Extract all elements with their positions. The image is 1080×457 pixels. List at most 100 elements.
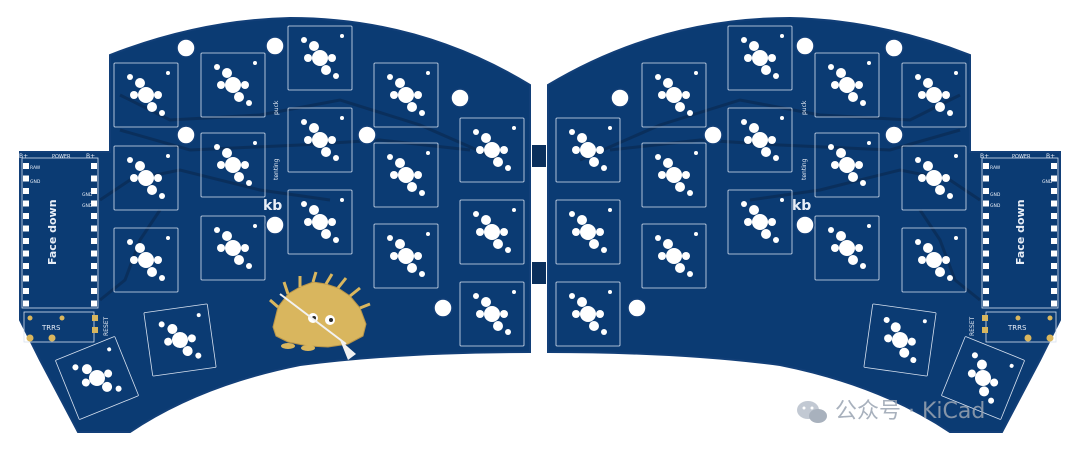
switch-contact-hole: [407, 263, 417, 273]
key-outline: [641, 62, 707, 128]
switch-center-hole: [580, 224, 596, 240]
key-outline: [941, 336, 1025, 420]
switch-pin-hole: [419, 271, 425, 277]
mounting-hole: [884, 38, 904, 58]
switch-peg-hole: [217, 161, 225, 169]
switch-contact-hole: [395, 239, 405, 249]
key-switch-footprint: [113, 145, 179, 211]
switch-peg-hole: [328, 54, 336, 62]
switch-peg-hole: [241, 161, 249, 169]
left-mcu-label: Face down: [46, 199, 59, 265]
switch-peg-hole: [918, 256, 926, 264]
header-pin: [91, 163, 97, 169]
mounting-hole: [795, 36, 815, 56]
key-switch-footprint: [373, 142, 439, 208]
key-switch-footprint: [814, 132, 880, 198]
switch-contact-hole: [321, 147, 331, 157]
switch-pin-hole: [828, 144, 834, 150]
left-gnd-label3: GND: [82, 203, 93, 209]
switch-pin-hole: [115, 385, 122, 392]
switch-small-hole: [780, 34, 784, 38]
switch-small-hole: [608, 290, 612, 294]
mounting-hole: [265, 215, 285, 235]
header-pin: [1051, 200, 1057, 207]
header-pin: [23, 225, 29, 232]
switch-contact-hole: [848, 92, 858, 102]
switch-pin-hole: [860, 263, 866, 269]
switch-center-hole: [926, 87, 942, 103]
switch-peg-hole: [990, 378, 999, 387]
switch-pin-hole: [387, 235, 393, 241]
switch-contact-hole: [147, 267, 157, 277]
mounting-hole: [627, 298, 647, 318]
switch-small-hole: [694, 71, 698, 75]
switch-peg-hole: [682, 171, 690, 179]
key-switch-footprint: [814, 215, 880, 281]
switch-peg-hole: [414, 252, 422, 260]
switch-pin-hole: [828, 64, 834, 70]
switch-peg-hole: [304, 136, 312, 144]
key-outline: [901, 145, 967, 211]
switch-contact-hole: [836, 68, 846, 78]
switch-contact-hole: [135, 243, 145, 253]
right-gnd-label2: GND: [990, 192, 1001, 198]
header-pin: [91, 175, 97, 182]
key-switch-footprint: [555, 199, 621, 265]
switch-peg-hole: [884, 334, 893, 343]
key-switch-footprint: [373, 223, 439, 289]
header-pin: [983, 300, 989, 307]
switch-contact-hole: [899, 347, 910, 358]
switch-small-hole: [340, 34, 344, 38]
switch-contact-hole: [589, 321, 599, 331]
switch-pin-hole: [915, 239, 921, 245]
key-switch-footprint: [901, 62, 967, 128]
mounting-hole: [795, 215, 815, 235]
header-pin: [91, 250, 97, 257]
switch-center-hole: [666, 167, 682, 183]
switch-peg-hole: [500, 146, 508, 154]
switch-center-hole: [312, 132, 328, 148]
left-gnd-label2: GND: [82, 192, 93, 198]
switch-pin-hole: [655, 235, 661, 241]
switch-center-hole: [172, 332, 188, 348]
switch-pin-hole: [127, 239, 133, 245]
switch-contact-hole: [135, 78, 145, 88]
header-pin: [23, 163, 29, 169]
header-pin: [1051, 300, 1057, 307]
switch-contact-hole: [923, 161, 933, 171]
header-pin: [1051, 163, 1057, 169]
switch-contact-hole: [976, 359, 987, 370]
header-pin: [983, 163, 989, 169]
right-power-label: POWER: [1012, 154, 1031, 160]
switch-pin-hole: [741, 37, 747, 43]
switch-peg-hole: [596, 228, 604, 236]
switch-pin-hole: [505, 329, 511, 335]
switch-pin-hole: [246, 180, 252, 186]
header-pin: [23, 213, 29, 219]
switch-pin-hole: [387, 74, 393, 80]
switch-small-hole: [426, 151, 430, 155]
copper-trace: [579, 93, 961, 162]
switch-small-hole: [780, 198, 784, 202]
switch-small-hole: [340, 198, 344, 202]
switch-pin-hole: [505, 165, 511, 171]
switch-center-hole: [666, 87, 682, 103]
key-outline: [727, 189, 793, 255]
left-mcu-module: Face down POWER B+ B+ RAW GND GND GND: [19, 153, 99, 309]
switch-contact-hole: [935, 185, 945, 195]
key-switch-footprint: [287, 107, 353, 173]
key-switch-footprint: [459, 117, 525, 183]
switch-contact-hole: [589, 157, 599, 167]
switch-pin-hole: [687, 271, 693, 277]
switch-peg-hole: [658, 91, 666, 99]
switch-small-hole: [608, 208, 612, 212]
switch-small-hole: [954, 71, 958, 75]
key-switch-footprint: [459, 281, 525, 347]
switch-small-hole: [426, 71, 430, 75]
switch-peg-hole: [596, 146, 604, 154]
mounting-hole: [357, 125, 377, 145]
right-bplus-left: B+: [980, 153, 989, 160]
switch-small-hole: [1009, 363, 1014, 368]
switch-contact-hole: [761, 147, 771, 157]
right-bplus-right: B+: [1046, 153, 1055, 160]
